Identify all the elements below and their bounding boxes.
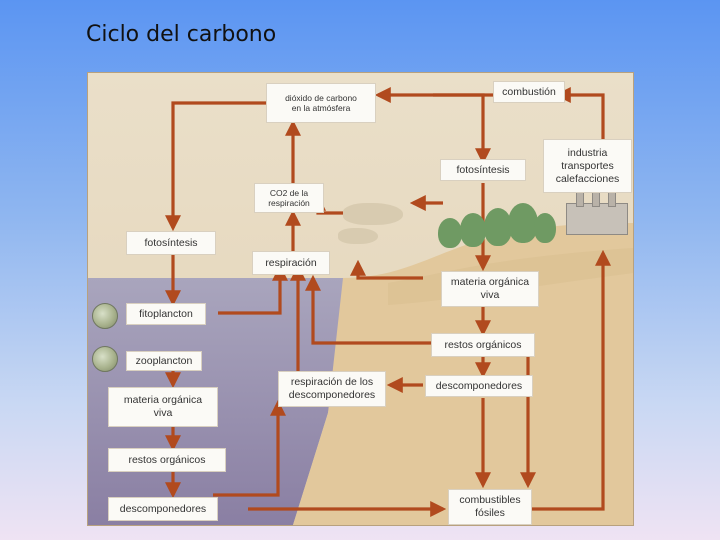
- tree-icon: [508, 203, 538, 243]
- label-photosynthesis-land: fotosíntesis: [440, 159, 526, 181]
- label-decomposer-respiration: respiración de los descomponedores: [278, 371, 386, 407]
- label-industry: industria transportes calefacciones: [543, 139, 632, 193]
- factory-icon: [566, 203, 628, 235]
- label-decomposers-land: descomponedores: [425, 375, 533, 397]
- tree-icon: [534, 213, 556, 243]
- label-co2-atmosphere: dióxido de carbono en la atmósfera: [266, 83, 376, 123]
- label-living-matter-land: materia orgánica viva: [441, 271, 539, 307]
- slide-title: Ciclo del carbono: [86, 22, 277, 47]
- label-respiration: respiración: [252, 251, 330, 275]
- grazing-animal-icon: [338, 228, 378, 244]
- tree-icon: [438, 218, 462, 248]
- label-organic-remains-sea: restos orgánicos: [108, 448, 226, 472]
- label-fossil-fuels: combustibles fósiles: [448, 489, 532, 525]
- label-combustion: combustión: [493, 81, 565, 103]
- phytoplankton-icon: [92, 303, 118, 329]
- label-decomposers-sea: descomponedores: [108, 497, 218, 521]
- label-organic-remains-land: restos orgánicos: [431, 333, 535, 357]
- label-co2-respiration: CO2 de la respiración: [254, 183, 324, 213]
- grazing-animal-icon: [343, 203, 403, 225]
- label-photosynthesis-sea: fotosíntesis: [126, 231, 216, 255]
- zooplankton-icon: [92, 346, 118, 372]
- tree-icon: [484, 208, 512, 246]
- label-phytoplankton: fitoplancton: [126, 303, 206, 325]
- label-zooplankton: zooplancton: [126, 351, 202, 371]
- cycle-arrows: [165, 87, 611, 517]
- tree-icon: [460, 213, 486, 247]
- land-area: [293, 223, 633, 525]
- label-living-matter-sea: materia orgánica viva: [108, 387, 218, 427]
- carbon-cycle-diagram: dióxido de carbono en la atmósfera combu…: [87, 72, 634, 526]
